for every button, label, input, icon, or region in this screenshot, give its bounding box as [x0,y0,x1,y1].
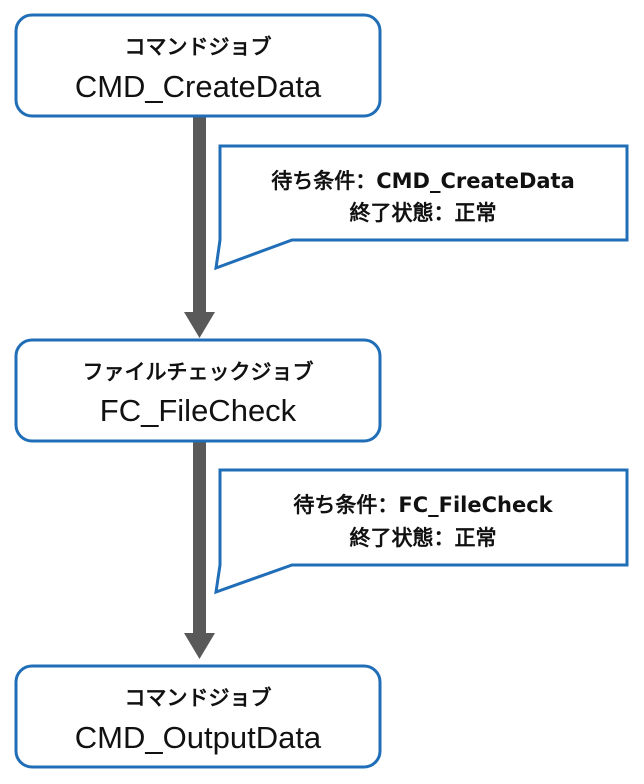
arrowhead-icon [184,633,215,659]
job-type-label: ファイルチェックジョブ [83,360,314,384]
job-type-label: コマンドジョブ [125,35,272,59]
arrowhead-icon [184,312,215,338]
wait-condition-callout-1: 待ち条件：CMD_CreateData 終了状態：正常 [214,144,629,271]
job-box-fc-filecheck[interactable]: ファイルチェックジョブ FC_FileCheck [14,338,382,443]
wait-condition-text: 待ち条件：FC_FileCheck [293,493,553,517]
end-status-text: 終了状態：正常 [350,526,497,550]
wait-condition-value: FC_FileCheck [398,493,553,517]
job-box-cmd-createdata[interactable]: コマンドジョブ CMD_CreateData [14,13,382,118]
wait-condition-value: CMD_CreateData [376,169,575,193]
end-status-text: 終了状態：正常 [350,201,497,225]
job-box-cmd-outputdata[interactable]: コマンドジョブ CMD_OutputData [14,664,382,769]
job-name-label: FC_FileCheck [100,393,297,428]
wait-condition-callout-2: 待ち条件：FC_FileCheck 終了状態：正常 [214,468,629,595]
wait-condition-text: 待ち条件：CMD_CreateData [271,169,575,193]
job-name-label: CMD_OutputData [75,720,322,755]
job-type-label: コマンドジョブ [125,686,272,710]
job-name-label: CMD_CreateData [75,69,322,104]
wait-condition-label: 待ち条件： [271,169,376,193]
wait-condition-label: 待ち条件： [293,493,398,517]
flow-arrow-1 [184,116,215,338]
flow-arrow-2 [184,441,215,659]
